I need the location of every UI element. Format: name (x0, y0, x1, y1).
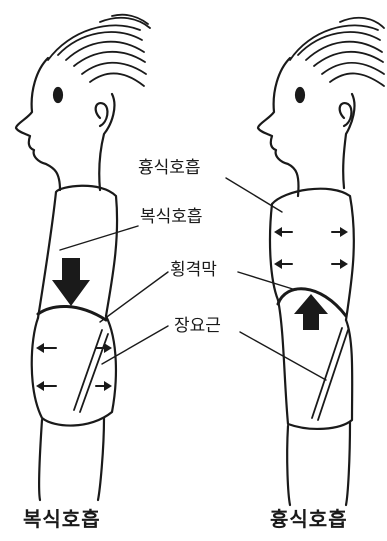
left-eye (54, 88, 62, 102)
right-side-arrows (274, 227, 348, 269)
left-iliopsoas (74, 330, 108, 412)
right-head (258, 58, 299, 196)
right-hair (290, 18, 384, 86)
leader-diaphragm-right (238, 272, 296, 290)
leader-abdominal-breathing (60, 226, 138, 250)
right-ear (340, 103, 352, 126)
label-diaphragm: 횡격막 (170, 262, 217, 279)
leader-chest-breathing (226, 178, 282, 212)
left-head (16, 58, 60, 190)
right-figure (258, 18, 384, 505)
left-hair (48, 15, 150, 86)
left-diaphragm (38, 306, 106, 320)
caption-left: 복식호흡 (23, 509, 101, 529)
left-torso (38, 186, 117, 318)
left-figure (16, 15, 150, 500)
label-iliopsoas: 장요근 (174, 318, 221, 335)
right-iliopsoas (312, 328, 348, 420)
left-side-arrows (36, 343, 112, 391)
left-ear (96, 103, 108, 126)
caption-right: 흉식호흡 (270, 509, 348, 529)
label-chest-breathing: 흉식호흡 (138, 160, 201, 177)
left-down-arrow (52, 258, 90, 306)
right-up-arrow (294, 294, 328, 330)
label-abdominal-breathing: 복식호흡 (140, 209, 203, 226)
right-eye (296, 88, 304, 102)
